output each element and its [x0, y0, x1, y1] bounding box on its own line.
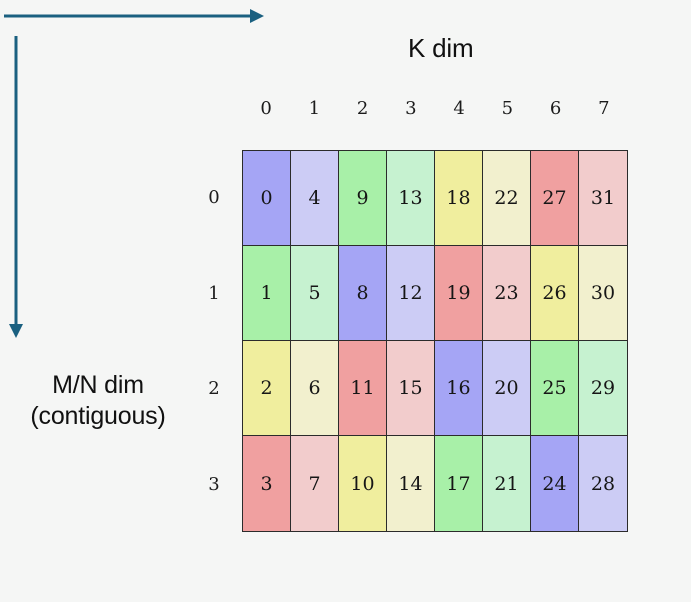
- column-header-row: 0 1 2 3 4 5 6 7: [242, 98, 628, 119]
- matrix-cell-r3-c1: 7: [291, 436, 339, 531]
- matrix-cell-r2-c2: 11: [339, 341, 387, 436]
- matrix-cell-r2-c5: 20: [483, 341, 531, 436]
- matrix-cell-r0-c7: 31: [579, 151, 627, 246]
- matrix-cell-r3-c3: 14: [387, 436, 435, 531]
- matrix-cell-r1-c1: 5: [291, 246, 339, 341]
- mn-dim-arrow: [0, 32, 32, 344]
- row-header-2: 2: [208, 378, 220, 400]
- mn-dim-axis-label-line2: (contiguous): [30, 402, 166, 430]
- row-header-1: 1: [208, 282, 220, 304]
- row-header-0: 0: [208, 187, 220, 209]
- matrix-cell-r2-c1: 6: [291, 341, 339, 436]
- mn-dim-arrow-head: [9, 324, 23, 338]
- mn-dim-axis-label: M/N dim (contiguous): [0, 370, 196, 432]
- matrix-cell-r1-c2: 8: [339, 246, 387, 341]
- matrix-cell-r0-c2: 9: [339, 151, 387, 246]
- matrix-cell-r1-c6: 26: [531, 246, 579, 341]
- column-header-6: 6: [549, 98, 562, 119]
- mn-dim-arrow-svg: [9, 36, 23, 338]
- matrix-cell-r2-c6: 25: [531, 341, 579, 436]
- matrix-cell-r3-c7: 28: [579, 436, 627, 531]
- matrix-cell-r1-c0: 1: [243, 246, 291, 341]
- k-dim-arrow-svg: [4, 9, 264, 23]
- matrix-cell-r0-c3: 13: [387, 151, 435, 246]
- matrix-cell-r1-c5: 23: [483, 246, 531, 341]
- k-dim-axis-label: K dim: [408, 33, 474, 63]
- matrix-cell-r0-c0: 0: [243, 151, 291, 246]
- matrix-cell-r3-c6: 24: [531, 436, 579, 531]
- row-header-3: 3: [208, 473, 220, 495]
- mn-dim-axis-label-line1: M/N dim: [52, 371, 144, 399]
- matrix-cell-r0-c5: 22: [483, 151, 531, 246]
- matrix-cell-r1-c7: 30: [579, 246, 627, 341]
- matrix-cell-r0-c4: 18: [435, 151, 483, 246]
- matrix-cell-r0-c1: 4: [291, 151, 339, 246]
- column-header-2: 2: [356, 98, 369, 119]
- matrix-cell-r3-c2: 10: [339, 436, 387, 531]
- column-header-5: 5: [501, 98, 514, 119]
- matrix-cell-r3-c0: 3: [243, 436, 291, 531]
- k-dim-arrow-head: [250, 9, 264, 23]
- matrix-cell-r2-c3: 15: [387, 341, 435, 436]
- matrix-cell-r1-c4: 19: [435, 246, 483, 341]
- matrix-cell-r0-c6: 27: [531, 151, 579, 246]
- matrix-cell-r1-c3: 12: [387, 246, 435, 341]
- k-dim-arrow: [0, 0, 270, 32]
- column-header-1: 1: [308, 98, 321, 119]
- matrix-cell-r2-c4: 16: [435, 341, 483, 436]
- column-header-4: 4: [453, 98, 465, 119]
- matrix-cell-r2-c7: 29: [579, 341, 627, 436]
- row-header-column: 0 1 2 3: [196, 150, 232, 532]
- matrix-cell-r3-c5: 21: [483, 436, 531, 531]
- column-header-3: 3: [405, 98, 417, 119]
- matrix-cell-r2-c0: 2: [243, 341, 291, 436]
- column-header-0: 0: [260, 98, 272, 119]
- matrix-cell-r3-c4: 17: [435, 436, 483, 531]
- column-header-7: 7: [598, 98, 610, 119]
